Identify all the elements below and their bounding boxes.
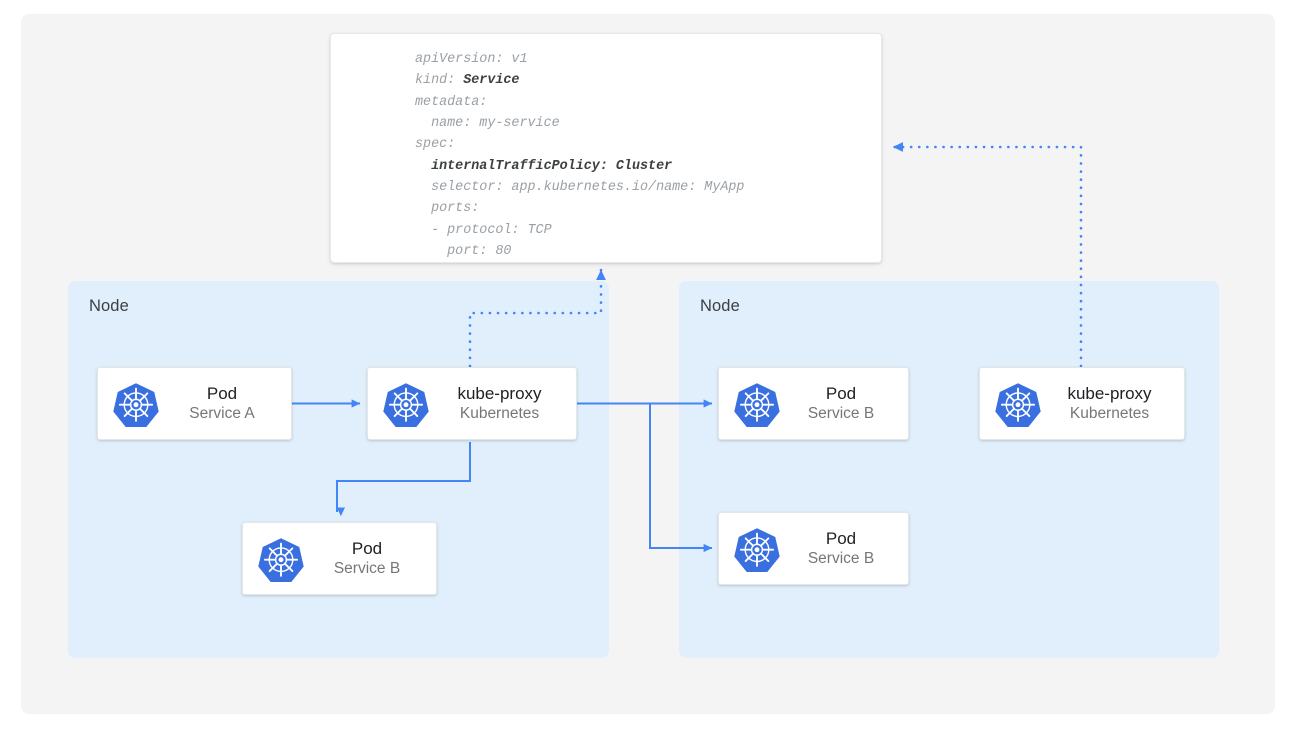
- card-pod-service-b-bottom-text: Pod Service B: [780, 528, 908, 570]
- node-label-left: Node: [89, 297, 129, 315]
- card-title: Pod: [825, 383, 857, 403]
- card-pod-service-b-top-text: Pod Service B: [780, 383, 908, 425]
- node-label-right: Node: [700, 297, 740, 315]
- node-panel-left: Node: [68, 281, 609, 658]
- kubernetes-logo-icon: [995, 382, 1041, 427]
- card-pod-service-b-left-text: Pod Service B: [304, 538, 436, 580]
- card-pod-service-a[interactable]: Pod Service A: [97, 367, 292, 440]
- card-title: Pod: [351, 538, 383, 558]
- card-subtitle: Service B: [807, 550, 875, 568]
- kubernetes-logo-icon: [258, 537, 304, 582]
- card-subtitle: Kubernetes: [459, 405, 540, 423]
- card-pod-service-a-text: Pod Service A: [159, 383, 291, 425]
- node-panel-right: Node: [679, 281, 1219, 658]
- card-kube-proxy-right[interactable]: kube-proxy Kubernetes: [979, 367, 1185, 440]
- service-manifest-card: apiVersion: v1 kind: Service metadata: n…: [330, 33, 882, 263]
- card-pod-service-b-top[interactable]: Pod Service B: [718, 367, 909, 440]
- card-subtitle: Service A: [189, 405, 255, 423]
- card-subtitle: Service B: [333, 560, 401, 578]
- kubernetes-logo-icon: [113, 382, 159, 427]
- card-pod-service-b-bottom[interactable]: Pod Service B: [718, 512, 909, 585]
- card-title: kube-proxy: [457, 383, 542, 403]
- service-manifest-code: apiVersion: v1 kind: Service metadata: n…: [415, 52, 745, 260]
- card-pod-service-b-left[interactable]: Pod Service B: [242, 522, 437, 595]
- kubernetes-logo-icon: [734, 527, 780, 572]
- kubernetes-logo-icon: [734, 382, 780, 427]
- card-subtitle: Kubernetes: [1069, 405, 1150, 423]
- card-kube-proxy-left-text: kube-proxy Kubernetes: [429, 383, 576, 425]
- card-title: Pod: [825, 528, 857, 548]
- card-kube-proxy-left[interactable]: kube-proxy Kubernetes: [367, 367, 577, 440]
- card-subtitle: Service B: [807, 405, 875, 423]
- card-title: Pod: [206, 383, 238, 403]
- card-kube-proxy-right-text: kube-proxy Kubernetes: [1041, 383, 1184, 425]
- card-title: kube-proxy: [1067, 383, 1152, 403]
- kubernetes-logo-icon: [383, 382, 429, 427]
